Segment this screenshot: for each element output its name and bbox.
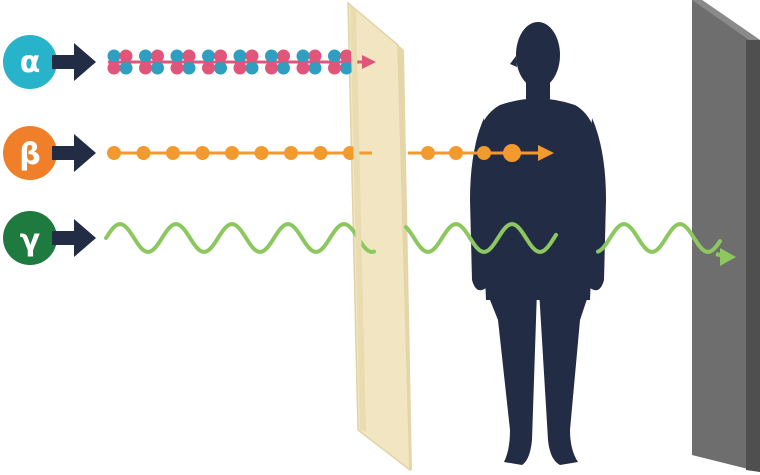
- gamma-badge: γ: [3, 211, 57, 265]
- alpha-particle: [328, 49, 353, 75]
- beta-particle: [313, 146, 328, 160]
- beta-arrow-icon: [52, 134, 96, 172]
- beta-particle: [421, 146, 435, 160]
- paper-front-edge: [350, 5, 366, 432]
- beta-particle: [107, 146, 121, 160]
- beta-particle: [254, 146, 269, 160]
- alpha-badge: α: [3, 35, 57, 89]
- beta-particle: [195, 146, 210, 160]
- human-body-silhouette: [470, 22, 606, 465]
- beta-particle: [477, 146, 491, 160]
- beta-particle: [166, 146, 180, 160]
- beta-particle: [136, 146, 151, 160]
- gamma-wave-segment: [404, 221, 558, 255]
- gamma-wave-segment: [596, 221, 722, 255]
- beta-radiation-row: [107, 144, 554, 162]
- beta-particle: [225, 146, 239, 160]
- alpha-particle: [265, 49, 290, 75]
- beta-beam-arrowhead: [538, 145, 554, 161]
- gamma-arrow-icon: [52, 219, 96, 257]
- alpha-radiation-row: [107, 49, 376, 75]
- alpha-beam-arrowhead: [362, 55, 376, 69]
- beta-particle: [284, 146, 298, 160]
- alpha-particle: [170, 49, 196, 75]
- alpha-arrow-icon: [52, 43, 96, 81]
- beta-particle: [449, 146, 463, 160]
- gamma-wave-segment: [104, 221, 376, 255]
- gamma-symbol: γ: [20, 223, 40, 258]
- beta-symbol: β: [19, 137, 40, 172]
- alpha-particle: [202, 49, 227, 75]
- beta-badge: β: [3, 126, 57, 180]
- metal-plate-barrier: [692, 0, 760, 472]
- alpha-particle: [233, 49, 259, 75]
- gamma-wave-arrowhead: [720, 248, 736, 266]
- beta-badge-circle: [3, 126, 57, 180]
- gamma-badge-circle: [3, 211, 57, 265]
- gamma-radiation-row: [104, 221, 736, 266]
- beta-particle: [503, 144, 521, 162]
- alpha-symbol: α: [20, 45, 41, 80]
- alpha-badge-circle: [3, 35, 57, 89]
- alpha-particle: [296, 49, 322, 75]
- alpha-particle: [139, 49, 164, 75]
- alpha-particle: [107, 49, 133, 75]
